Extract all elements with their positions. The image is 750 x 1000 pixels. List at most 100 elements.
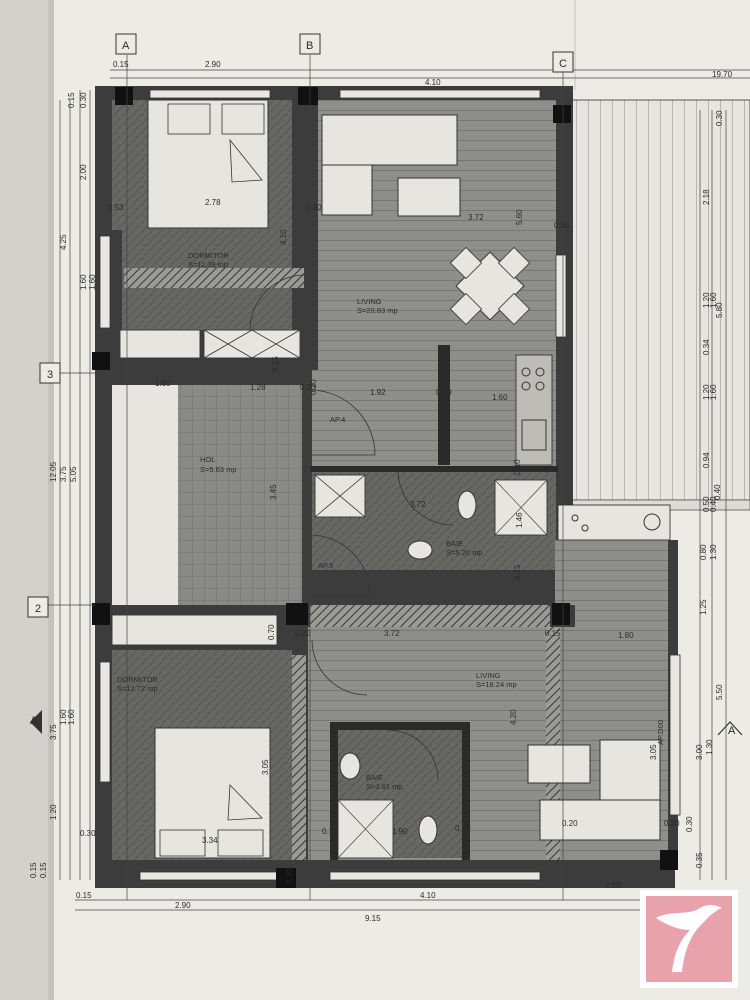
dim-right-9: 0.94	[702, 452, 711, 468]
door-label-ap-d: AP.D00	[656, 720, 665, 745]
dim-int-1: 0.53	[108, 203, 124, 212]
room-baie-2-area: S=3.61 mp	[366, 782, 402, 791]
room-baie-1-name: BAIE	[446, 539, 463, 548]
dim-right-4: 1.60	[709, 292, 718, 308]
room-dormitor-2-area: S=12.72 mp	[117, 684, 158, 693]
axis-label-2: 2	[35, 603, 41, 615]
dim-int-35: 0.20	[664, 819, 680, 828]
section-arrow-right-icon	[717, 721, 743, 736]
dim-right-8: 1.60	[709, 384, 718, 400]
dim-right-2: 2.18	[702, 189, 711, 205]
dim-int-3: 0.20	[306, 203, 322, 212]
dim-int-26: 3.05	[261, 759, 270, 775]
dim-left-11: 1.60	[59, 709, 68, 725]
dim-int-15: 0.10	[513, 459, 522, 475]
room-baie-1-area: S=5.20 mp	[446, 548, 482, 557]
dim-int-14: 1.60	[492, 393, 508, 402]
dim-bottom-3: 4.10	[420, 891, 436, 900]
dim-right-19: 0.30	[685, 816, 694, 832]
dim-top-3: 4.10	[425, 78, 441, 87]
room-baie-2-name: BAIE	[366, 773, 383, 782]
company-logo	[640, 890, 738, 988]
dim-int-17: 3.72	[410, 500, 426, 509]
dim-left-6: 1.60	[88, 274, 97, 290]
dim-int-21: 0.20	[295, 629, 311, 638]
dim-int-24: 1.80	[618, 631, 634, 640]
dim-int-9: 1.50	[155, 379, 171, 388]
dim-left-8: 3.75	[59, 466, 68, 482]
dim-right-1: 0.30	[715, 110, 724, 126]
dim-int-2: 2.78	[205, 198, 221, 207]
dim-right-17: 1.30	[705, 739, 714, 755]
dim-right-16: 3.00	[695, 744, 704, 760]
dim-int-27: 3.05	[649, 744, 658, 760]
dim-int-7: 0.35	[554, 221, 570, 230]
axis-label-c: C	[559, 58, 567, 70]
axis-label-a: A	[122, 40, 130, 52]
dim-left-1: 0.15	[67, 92, 76, 108]
axis-label-b: B	[306, 40, 313, 52]
dim-left-3: 2.00	[79, 164, 88, 180]
dim-bottom-5: 9.15	[365, 914, 381, 923]
dim-int-4: 4.10	[279, 229, 288, 245]
room-hol-name: HOL	[200, 455, 215, 464]
dim-int-23: 0.15	[545, 629, 561, 638]
dim-bottom-2: 2.90	[175, 901, 191, 910]
dim-int-32: 0.10	[455, 824, 471, 833]
dim-left-5: 1.60	[79, 274, 88, 290]
dim-right-6: 0.34	[702, 339, 711, 355]
door-label-ap4: AP.4	[330, 415, 345, 424]
dim-left-10: 3.75	[49, 724, 58, 740]
dim-int-36: 0.40	[713, 484, 722, 500]
dim-int-5: 3.72	[468, 213, 484, 222]
dim-int-8: 0.15	[271, 356, 280, 372]
dim-int-29: 0.30	[80, 829, 96, 838]
dim-left-14: 0.15	[39, 862, 48, 878]
dim-int-13: 0.20	[436, 388, 452, 397]
dim-int-12: 1.92	[370, 388, 386, 397]
dim-left-15: 0.15	[29, 862, 38, 878]
dim-int-20: 0.70	[267, 624, 276, 640]
dim-top-4: 19.70	[712, 70, 733, 79]
door-label-ap5: AP.5	[318, 561, 333, 570]
section-marker-left: A	[30, 715, 38, 727]
dim-int-18: 1.46	[515, 512, 524, 528]
dim-right-11: 0.50	[702, 496, 711, 512]
dim-int-28: 3.34	[202, 836, 218, 845]
dim-int-33: 0.20	[562, 819, 578, 828]
dim-right-14: 1.25	[699, 599, 708, 615]
dim-int-10: 1.28	[250, 383, 266, 392]
dim-bottom-4: 2.00	[605, 881, 621, 890]
dim-int-30: 0.10	[322, 827, 338, 836]
room-living-2-name: LIVING	[476, 671, 501, 680]
section-arrow-left-icon	[30, 710, 42, 734]
dim-right-7: 1.20	[702, 384, 711, 400]
dim-left-9: 5.05	[69, 466, 78, 482]
dim-left-12: 1.60	[67, 709, 76, 725]
dim-int-25: 4.20	[509, 709, 518, 725]
dim-int-19: 0.15	[513, 564, 522, 580]
dim-int-31: 1.90	[392, 827, 408, 836]
dim-int-22: 3.72	[384, 629, 400, 638]
dim-left-4: 4.25	[59, 234, 68, 250]
dim-right-15: 5.50	[715, 684, 724, 700]
room-living-1-name: LIVING	[357, 297, 382, 306]
dim-int-37: 0.20	[309, 379, 318, 395]
dim-right-5: 1.20	[702, 292, 711, 308]
dim-left-13: 1.20	[49, 804, 58, 820]
room-dormitor-1-name: DORMITOR	[188, 251, 229, 260]
axis-label-3: 3	[47, 369, 53, 381]
room-dormitor-2-name: DORMITOR	[117, 675, 158, 684]
dim-int-34: 0.30	[285, 868, 294, 884]
dim-int-6: 5.60	[515, 209, 524, 225]
dim-right-3: 5.80	[715, 302, 724, 318]
room-living-1-area: S=20.83 mp	[357, 306, 398, 315]
section-marker-right: A	[728, 725, 736, 737]
dim-right-18: 0.35	[695, 852, 704, 868]
room-dormitor-1-area: S=11.39 mp	[188, 260, 228, 269]
dim-left-7: 12.05	[49, 461, 58, 482]
dim-top-2: 2.90	[205, 60, 221, 69]
dim-bottom-1: 0.15	[76, 891, 92, 900]
